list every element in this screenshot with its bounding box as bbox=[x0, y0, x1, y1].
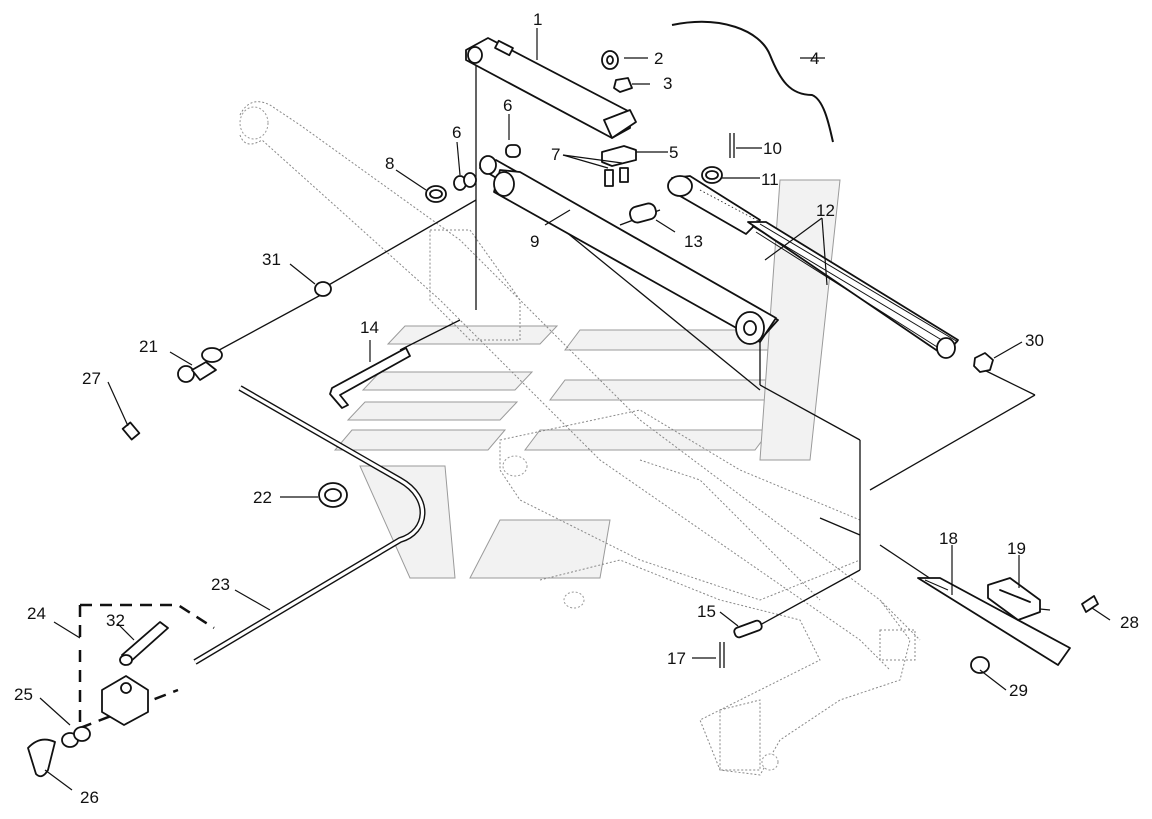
part-tee-fitting[interactable] bbox=[177, 347, 223, 383]
part-clip[interactable] bbox=[719, 642, 725, 668]
part-retaining-ring[interactable] bbox=[970, 656, 990, 674]
part-sleeve[interactable] bbox=[628, 202, 657, 224]
part-nipple[interactable] bbox=[314, 281, 332, 297]
callout-29: 29 bbox=[1009, 681, 1028, 700]
part-dust-cap[interactable] bbox=[27, 738, 56, 778]
part-eye-bolt[interactable] bbox=[601, 50, 619, 70]
callout-labels: 1 2 3 4 5 6 6 7 8 9 10 11 12 13 14 15 17… bbox=[14, 10, 1139, 807]
assembly-lines bbox=[209, 60, 1051, 626]
part-adjuster-rod[interactable] bbox=[917, 577, 1071, 666]
part-tube[interactable] bbox=[479, 155, 779, 345]
part-pin[interactable] bbox=[733, 619, 763, 639]
ghost-frame bbox=[239, 101, 921, 776]
part-lock-nut[interactable] bbox=[973, 352, 994, 373]
part-valve-block[interactable] bbox=[101, 675, 149, 726]
callout-6b: 6 bbox=[503, 96, 512, 115]
part-spring-rod[interactable] bbox=[667, 175, 959, 359]
callout-28: 28 bbox=[1120, 613, 1139, 632]
part-bushing[interactable] bbox=[453, 172, 477, 191]
callout-13: 13 bbox=[684, 232, 703, 251]
part-washer[interactable] bbox=[425, 185, 447, 203]
part-24-group-outline bbox=[78, 603, 215, 730]
callout-19: 19 bbox=[1007, 539, 1026, 558]
callout-18: 18 bbox=[939, 529, 958, 548]
callout-30: 30 bbox=[1025, 331, 1044, 350]
part-bolt[interactable] bbox=[1081, 595, 1099, 613]
callout-10: 10 bbox=[763, 139, 782, 158]
callout-12: 12 bbox=[816, 201, 835, 220]
callout-32: 32 bbox=[106, 611, 125, 630]
callout-27: 27 bbox=[82, 369, 101, 388]
callout-26: 26 bbox=[80, 788, 99, 807]
part-bracket[interactable] bbox=[987, 577, 1041, 621]
callout-22: 22 bbox=[253, 488, 272, 507]
part-screw[interactable] bbox=[604, 167, 629, 187]
callout-23: 23 bbox=[211, 575, 230, 594]
callout-2: 2 bbox=[654, 49, 663, 68]
part-l-pin[interactable] bbox=[329, 347, 411, 409]
callout-24: 24 bbox=[27, 604, 46, 623]
callout-6: 6 bbox=[452, 123, 461, 142]
callout-15: 15 bbox=[697, 602, 716, 621]
callout-5: 5 bbox=[669, 143, 678, 162]
callout-9: 9 bbox=[530, 232, 539, 251]
callout-25: 25 bbox=[14, 685, 33, 704]
part-lever[interactable] bbox=[119, 621, 169, 666]
part-ring[interactable] bbox=[701, 166, 723, 184]
leader-lines bbox=[39, 28, 1111, 791]
part-hose-clamp[interactable] bbox=[318, 482, 348, 508]
callout-17: 17 bbox=[667, 649, 686, 668]
callout-4: 4 bbox=[810, 49, 819, 68]
callout-11: 11 bbox=[761, 170, 779, 189]
part-cable[interactable] bbox=[671, 20, 834, 143]
part-bushing[interactable] bbox=[505, 144, 521, 158]
callout-21: 21 bbox=[139, 337, 158, 356]
callout-31: 31 bbox=[262, 250, 281, 269]
callout-3: 3 bbox=[663, 74, 672, 93]
callout-14: 14 bbox=[360, 318, 379, 337]
part-coupler[interactable] bbox=[61, 726, 91, 748]
callout-7: 7 bbox=[551, 145, 560, 164]
part-top-link-bar[interactable] bbox=[465, 37, 637, 139]
part-split-pin[interactable] bbox=[729, 133, 735, 158]
callout-8: 8 bbox=[385, 154, 394, 173]
part-plug[interactable] bbox=[121, 421, 141, 441]
callout-1: 1 bbox=[533, 10, 542, 29]
part-nut[interactable] bbox=[613, 77, 633, 93]
